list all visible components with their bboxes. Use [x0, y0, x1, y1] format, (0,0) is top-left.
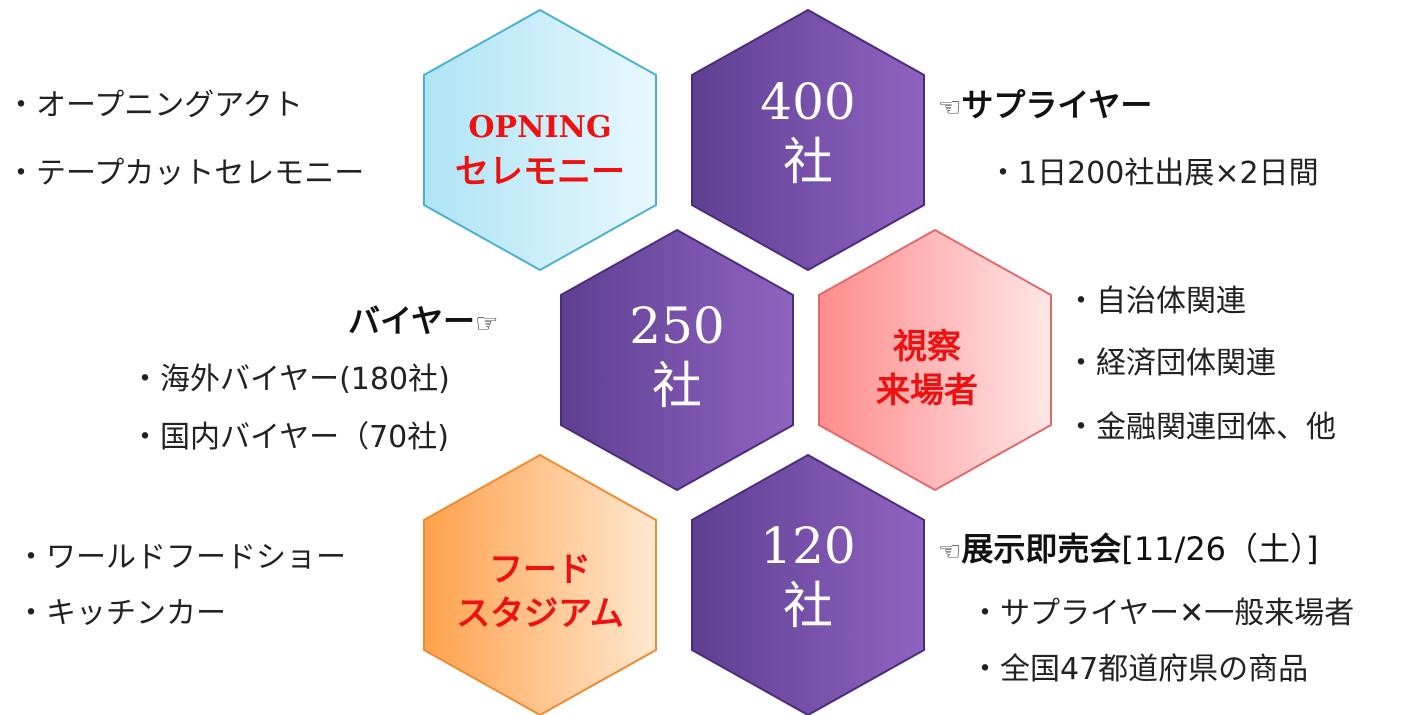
- sale-item-1-post: 一般来場者: [1204, 596, 1355, 631]
- pointing-right-hand-icon: ☞: [475, 309, 499, 339]
- hex-supplier-unit: 社: [783, 133, 833, 191]
- hex-food-line1: フード: [489, 550, 591, 590]
- sale-item-2: ・全国47都道府県の商品: [970, 652, 1309, 687]
- hexagon-buyer-count: [560, 228, 794, 492]
- hex-food-line2: スタジアム: [456, 594, 624, 634]
- hex-food-label: フード スタジアム: [445, 548, 635, 636]
- visitors-item-2: ・経済団体関連: [1066, 346, 1276, 381]
- buyer-item-1: ・海外バイヤー(180社): [130, 362, 450, 397]
- hex-sale-unit: 社: [783, 577, 833, 635]
- supplier-item-1: ・1日200社出展×2日間: [988, 156, 1319, 191]
- opening-item-1: ・オープニングアクト: [6, 88, 303, 123]
- hexagon-food-stadium: [423, 453, 657, 715]
- sale-item-1: ・サプライヤー✕一般来場者: [970, 596, 1354, 632]
- hex-visitors-line2: 来場者: [876, 371, 978, 411]
- hex-visitors-line1: 視察: [893, 327, 961, 367]
- sale-item-1-pre: ・サプライヤー: [970, 596, 1180, 631]
- hexagon-opening: [423, 8, 657, 272]
- visitors-item-3: ・金融関連団体、他: [1066, 410, 1336, 445]
- sale-date: [11/26（土）]: [1121, 530, 1319, 568]
- hexagon-visitors: [818, 228, 1052, 492]
- hex-supplier-number: 400: [760, 73, 856, 131]
- hex-buyer-number: 250: [629, 297, 725, 355]
- hex-opening-line2: セレモニー: [455, 152, 625, 192]
- hex-opening-label: OPNING セレモニー: [445, 106, 635, 194]
- supplier-heading-text: サプライヤー: [961, 86, 1153, 124]
- hex-sale-count: 120 社: [713, 516, 903, 636]
- hex-sale-number: 120: [760, 517, 856, 575]
- hex-opening-line1: OPNING: [468, 110, 612, 145]
- visitors-item-1: ・自治体関連: [1066, 284, 1246, 319]
- opening-item-2: ・テープカットセレモニー: [6, 156, 365, 191]
- hex-supplier-count: 400 社: [713, 72, 903, 192]
- buyer-heading: バイヤー☞: [348, 302, 498, 343]
- buyer-item-2: ・国内バイヤー（70社): [130, 420, 449, 455]
- hex-visitors-label: 視察 来場者: [832, 325, 1022, 413]
- cross-icon: ✕: [1179, 596, 1205, 631]
- pointing-left-hand-icon: ☜: [938, 93, 962, 123]
- buyer-heading-text: バイヤー: [348, 302, 476, 340]
- hex-buyer-unit: 社: [652, 357, 702, 415]
- hexagon-sale-count: [691, 453, 925, 715]
- food-item-1: ・ワールドフードショー: [16, 540, 346, 575]
- food-item-2: ・キッチンカー: [16, 596, 226, 631]
- pointing-left-hand-icon: ☜: [938, 537, 962, 567]
- supplier-heading: ☜サプライヤー: [938, 86, 1152, 127]
- hexagon-supplier-count: [691, 8, 925, 272]
- sale-heading-text: 展示即売会: [961, 530, 1122, 568]
- hex-buyer-count: 250 社: [582, 296, 772, 416]
- sale-heading: ☜展示即売会[11/26（土）]: [938, 530, 1319, 571]
